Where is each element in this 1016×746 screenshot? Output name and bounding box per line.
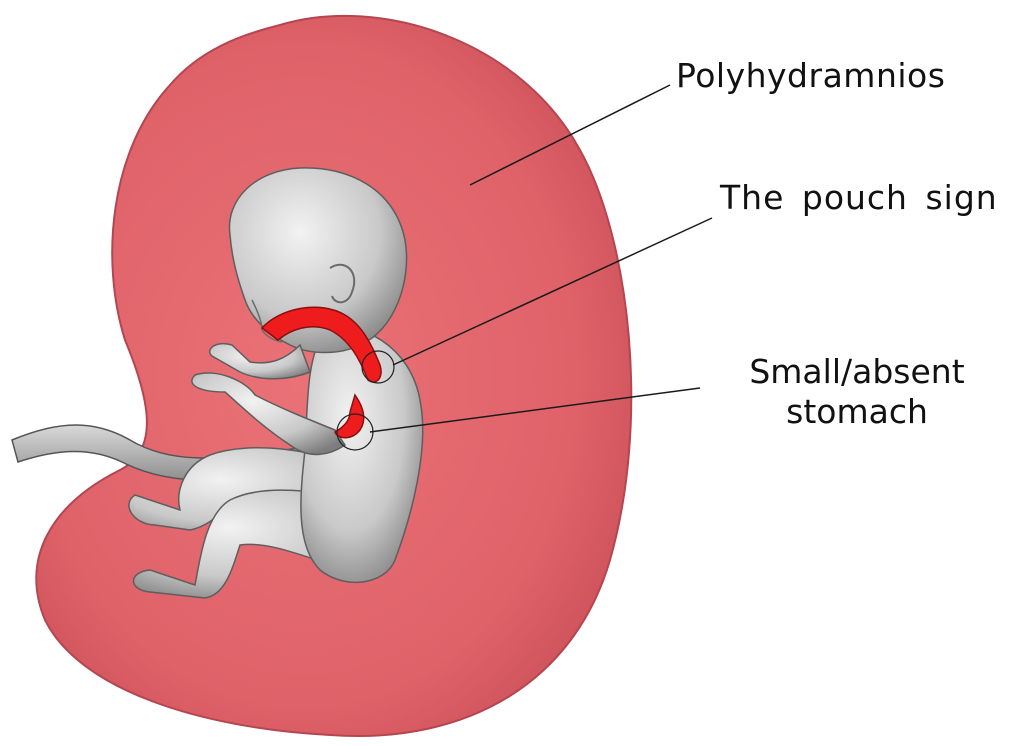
label-small-absent-stomach: Small/absent stomach	[722, 352, 992, 432]
label-pouch-sign: The pouch sign	[720, 178, 998, 218]
label-stomach-line2: stomach	[722, 392, 992, 432]
label-stomach-line1: Small/absent	[722, 352, 992, 392]
label-polyhydramnios: Polyhydramnios	[676, 56, 945, 96]
